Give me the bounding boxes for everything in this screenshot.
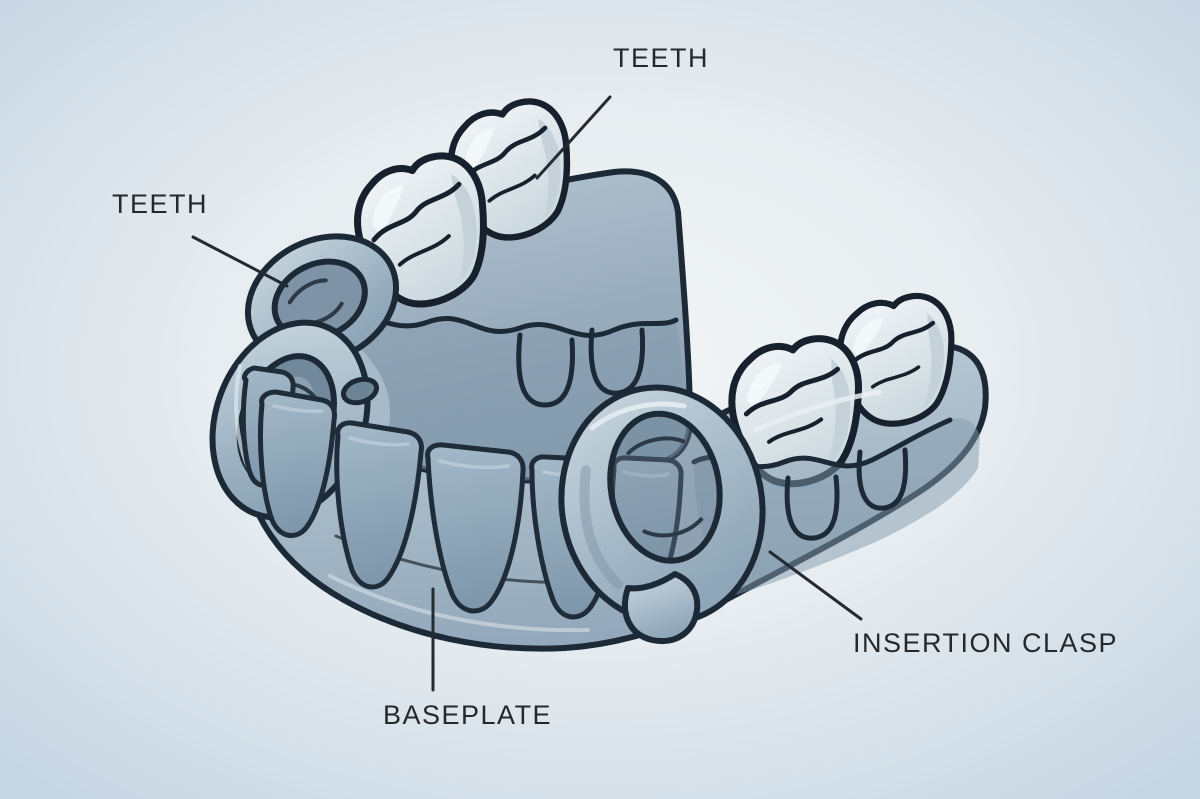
molar-root-shape bbox=[856, 447, 909, 511]
insertion-clasp bbox=[558, 384, 766, 645]
leader-lines bbox=[191, 95, 863, 692]
gum-glint bbox=[753, 389, 883, 433]
label-teeth-left: TEETH bbox=[112, 189, 209, 219]
baseplate-edge-highlight bbox=[328, 574, 590, 633]
insertion-clasp-foot bbox=[622, 571, 701, 645]
molar-root-shape bbox=[588, 327, 646, 396]
teeth-left-leader-line bbox=[191, 235, 289, 288]
teeth-top-leader-line bbox=[535, 95, 612, 180]
clasp-small-hole bbox=[340, 376, 380, 406]
clasp-glint bbox=[589, 401, 687, 431]
molar-root-shape bbox=[516, 332, 576, 408]
label-teeth-top: TEETH bbox=[613, 43, 710, 73]
insertion-clasp-leader-line bbox=[768, 550, 863, 621]
label-baseplate: BASEPLATE bbox=[383, 700, 553, 730]
clasp-inner-shade bbox=[579, 465, 623, 589]
label-insertion-clasp: INSERTION CLASP bbox=[853, 628, 1119, 658]
molar-root-shape bbox=[784, 474, 840, 541]
